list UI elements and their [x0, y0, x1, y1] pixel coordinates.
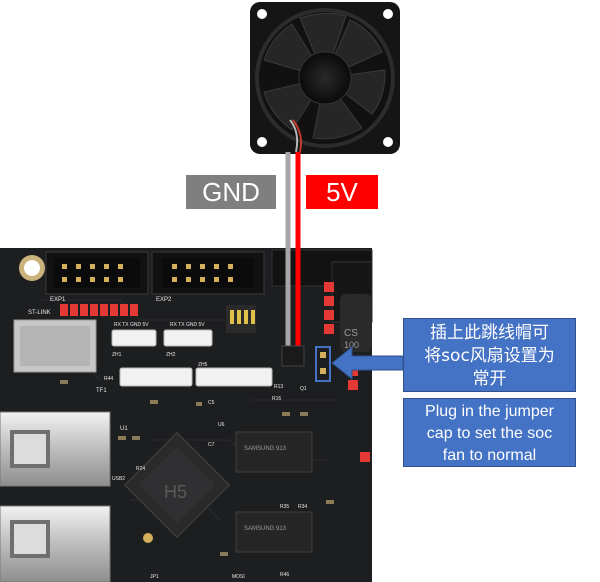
silk-h5: H5 — [164, 482, 187, 502]
silk-q1: Q1 — [300, 386, 307, 392]
cooling-fan — [250, 2, 400, 154]
capacitor — [340, 294, 372, 352]
jumper-note-chinese: 插上此跳线帽可 将soc风扇设置为 常开 — [403, 318, 576, 392]
silk-rx-tx-2: RX TX GND 5V — [170, 322, 205, 328]
silk-r24: R24 — [136, 466, 145, 472]
silk-ram-1: SAMSUNG 913 — [244, 446, 287, 452]
test-point — [143, 533, 153, 543]
silk-exp1: EXP1 — [50, 297, 66, 303]
silk-ram-2: SAMSUNG 913 — [244, 526, 287, 532]
silk-rx-tx-1: RX TX GND 5V — [114, 322, 149, 328]
ram-chip — [235, 511, 313, 553]
silk-r34: R34 — [298, 504, 307, 510]
silk-cs: CS — [344, 328, 358, 339]
note-en-line: fan to normal — [442, 447, 537, 464]
note-en-line: cap to set the soc — [426, 425, 553, 442]
fan-hub — [298, 51, 352, 105]
jumper-highlight — [315, 346, 331, 382]
silk-zh5: ZH5 — [198, 362, 208, 368]
silk-c7: C7 — [208, 442, 215, 448]
note-cn-line: 插上此跳线帽可 — [430, 323, 549, 343]
silk-cs-value: 100 — [344, 340, 359, 350]
silk-mosi: MOSI — [232, 574, 245, 580]
silk-jp1: JP1 — [150, 574, 159, 580]
usb-port — [0, 411, 111, 487]
usb-port — [0, 505, 111, 582]
fan-mount-hole — [257, 9, 267, 19]
silk-r44: R44 — [104, 376, 113, 382]
fan-plug — [281, 345, 305, 367]
silk-r46: R46 — [280, 572, 289, 578]
silk-usb2: USB2 — [112, 476, 125, 482]
5v-label: 5V — [306, 175, 378, 209]
jst-connectors — [111, 329, 273, 387]
note-cn-line: 将soc风扇设置为 — [424, 346, 555, 366]
jumper-note-english: Plug in the jumper cap to set the soc fa… — [403, 398, 576, 467]
note-en-line: Plug in the jumper — [425, 403, 554, 420]
silk-r16: R16 — [272, 396, 281, 402]
gnd-label: GND — [186, 175, 276, 209]
right-red-pins — [324, 282, 370, 462]
silk-exp2: EXP2 — [156, 297, 172, 303]
st-link-header — [60, 304, 138, 316]
fan-mount-hole — [257, 137, 267, 147]
fan-mount-hole — [383, 9, 393, 19]
silk-tf1: TF1 — [96, 388, 107, 394]
fan-mount-hole — [383, 137, 393, 147]
silk-c5: C5 — [208, 400, 215, 406]
silk-zh2: ZH2 — [166, 352, 176, 358]
h5-soc-chip — [123, 431, 231, 539]
silk-r35: R35 — [280, 504, 289, 510]
silk-st-link: ST-LINK — [28, 310, 51, 316]
silk-zh1: ZH1 — [112, 352, 122, 358]
silk-u6: U6 — [218, 422, 225, 428]
controller-board: EXP1 EXP2 ST-LINK RX TX GND 5V RX TX GND… — [0, 248, 373, 582]
silk-r13: R13 — [274, 384, 283, 390]
note-cn-line: 常开 — [472, 369, 507, 389]
ram-chip — [235, 431, 313, 473]
silk-u1: U1 — [120, 426, 128, 432]
